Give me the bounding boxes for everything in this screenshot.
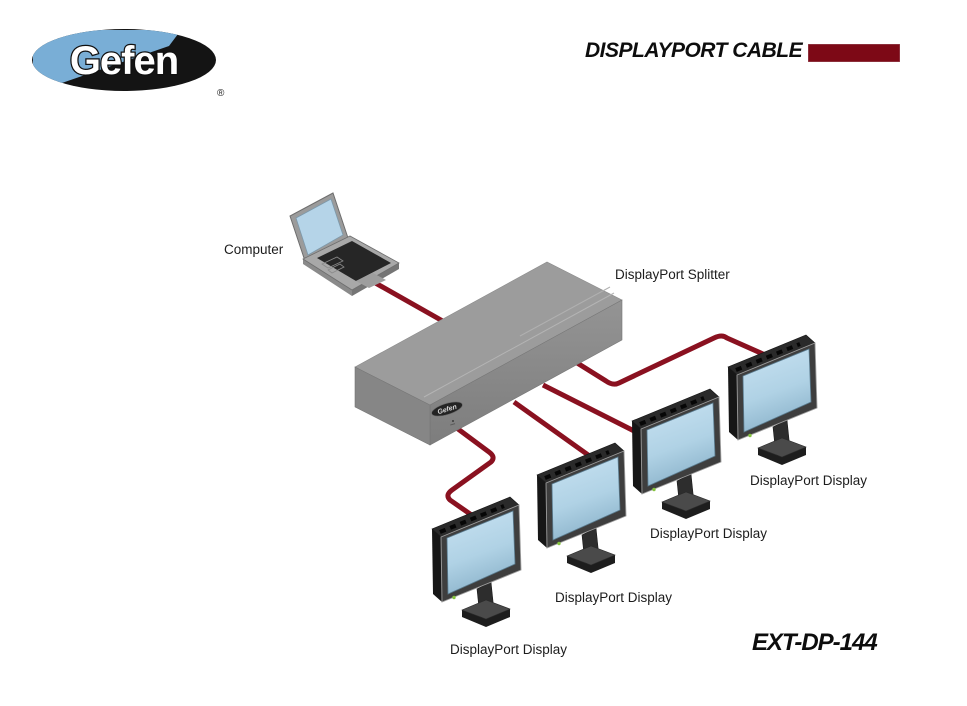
laptop-touchpad-outline <box>321 256 344 269</box>
splitter-power-led <box>452 420 454 422</box>
display-label-3: DisplayPort Display <box>650 526 768 541</box>
displayport-display-icon-4 <box>726 333 819 467</box>
model-number: EXT-DP-144 <box>752 629 878 656</box>
cable-legend-title: DISPLAYPORT CABLE <box>585 39 803 62</box>
display-label-4: DisplayPort Display <box>750 473 868 488</box>
splitter-badge: Gefen <box>431 401 463 417</box>
computer-icon <box>289 192 400 296</box>
gefen-logo-text: Gefen <box>70 39 178 83</box>
registered-mark: ® <box>217 88 225 99</box>
cable-legend-swatch <box>808 44 900 62</box>
splitter-seam-line <box>423 292 615 398</box>
splitter-label: DisplayPort Splitter <box>615 267 730 282</box>
gefen-logo: Gefen ® <box>32 29 225 99</box>
laptop-keyboard <box>317 241 391 281</box>
laptop-touchpad-button <box>327 263 345 274</box>
gefen-logo-blue-wedge <box>33 30 181 90</box>
cable-splitter-to-display-2 <box>512 399 593 460</box>
display-label-2: DisplayPort Display <box>555 590 673 605</box>
splitter-badge-ellipse <box>431 401 463 417</box>
cable-splitter-to-display-1 <box>445 423 496 526</box>
laptop-wrist-rest <box>356 273 386 288</box>
splitter-power-mark <box>450 423 456 426</box>
display-label-1: DisplayPort Display <box>450 642 568 657</box>
cable-splitter-to-display-4 <box>572 333 774 387</box>
laptop-base-left-edge <box>303 259 352 296</box>
laptop-screen <box>295 198 344 256</box>
splitter-seam-line <box>519 286 611 337</box>
displayport-display-icon-3 <box>630 387 723 521</box>
displayport-splitter-icon: Gefen <box>354 261 623 446</box>
displayport-display-icon-1 <box>430 495 523 629</box>
displayport-display-icon-2 <box>535 441 628 575</box>
cable-legend-swatch-rect <box>808 44 900 62</box>
computer-label: Computer <box>224 242 284 257</box>
splitter-left-face <box>354 366 431 446</box>
